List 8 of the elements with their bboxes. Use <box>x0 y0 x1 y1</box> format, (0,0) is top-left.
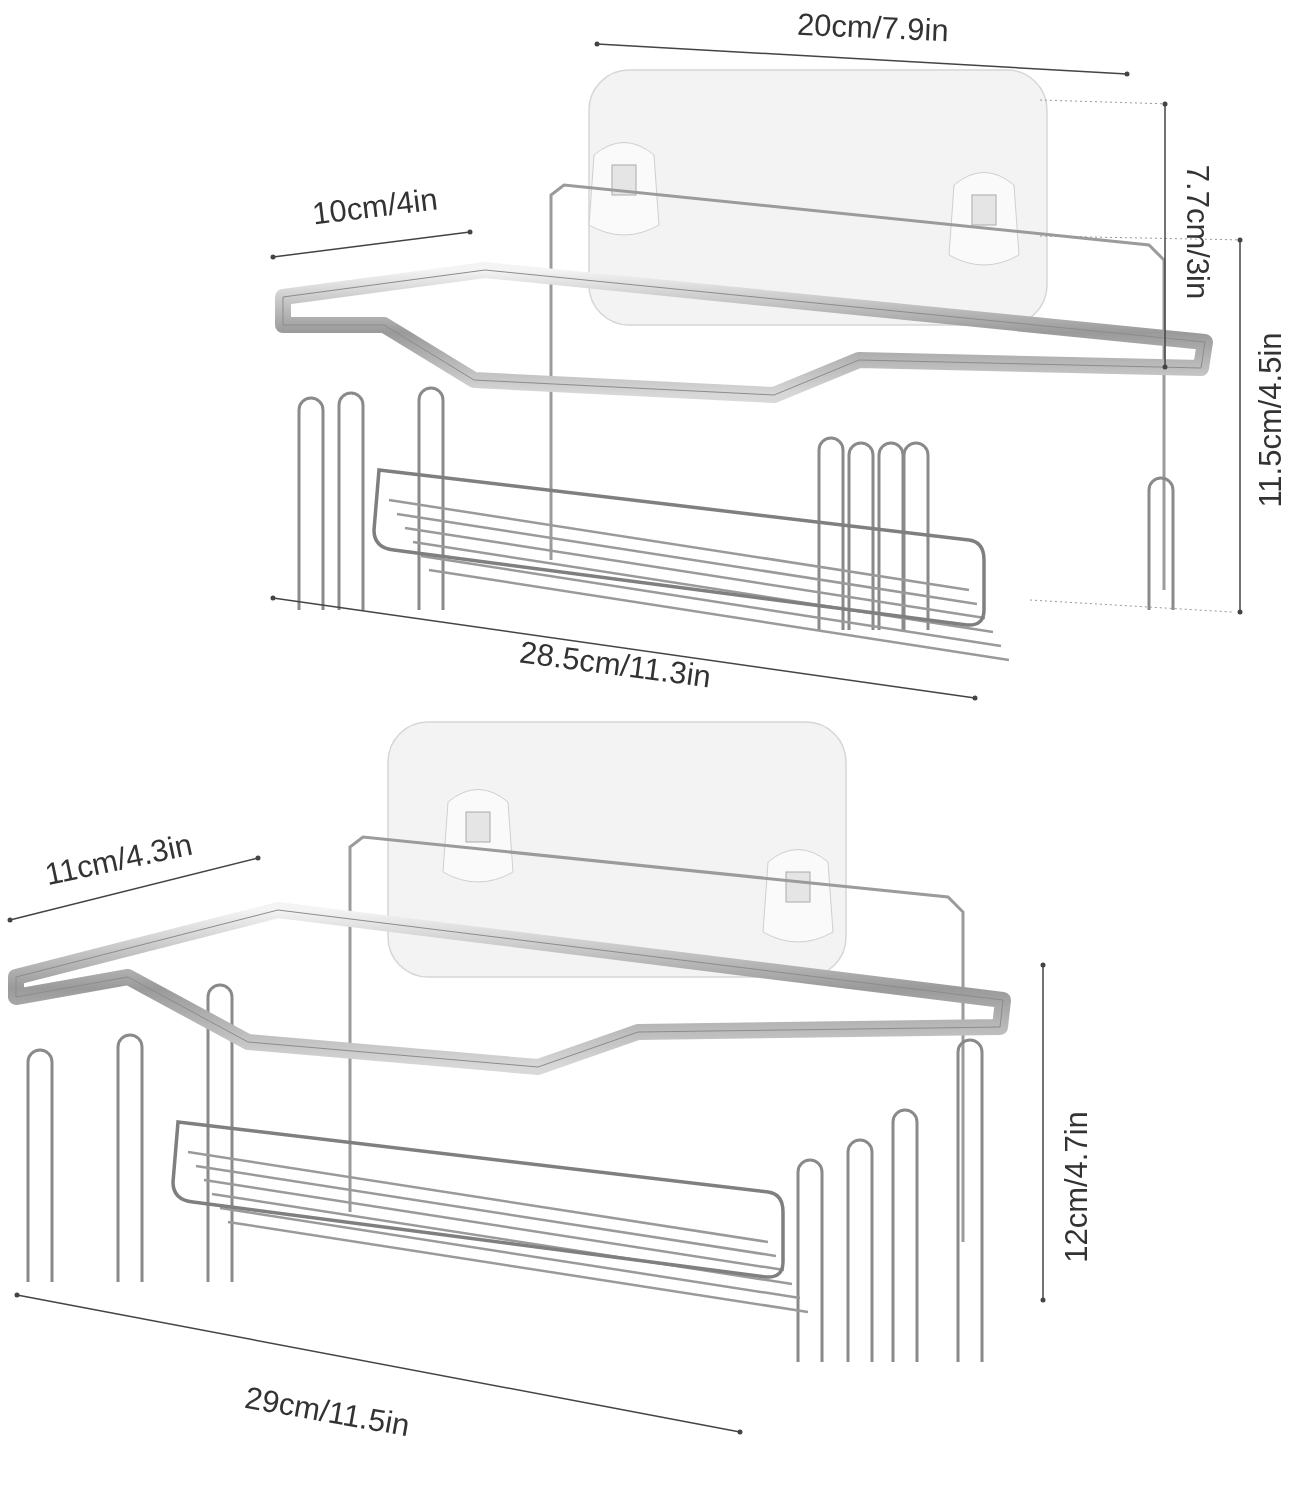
dimension-label: 29cm/11.5in <box>241 1379 412 1445</box>
dimension-label: 12cm/4.7in <box>1058 1111 1095 1263</box>
dimension-label: 11cm/4.3in <box>41 826 195 894</box>
dimension-label: 20cm/7.9in <box>796 6 950 50</box>
dimension-label: 7.7cm/3in <box>1179 164 1216 300</box>
dimension-label: 28.5cm/11.3in <box>517 634 713 696</box>
dimension-label: 11.5cm/4.5in <box>1252 332 1289 508</box>
dimension-label: 10cm/4in <box>310 181 440 233</box>
